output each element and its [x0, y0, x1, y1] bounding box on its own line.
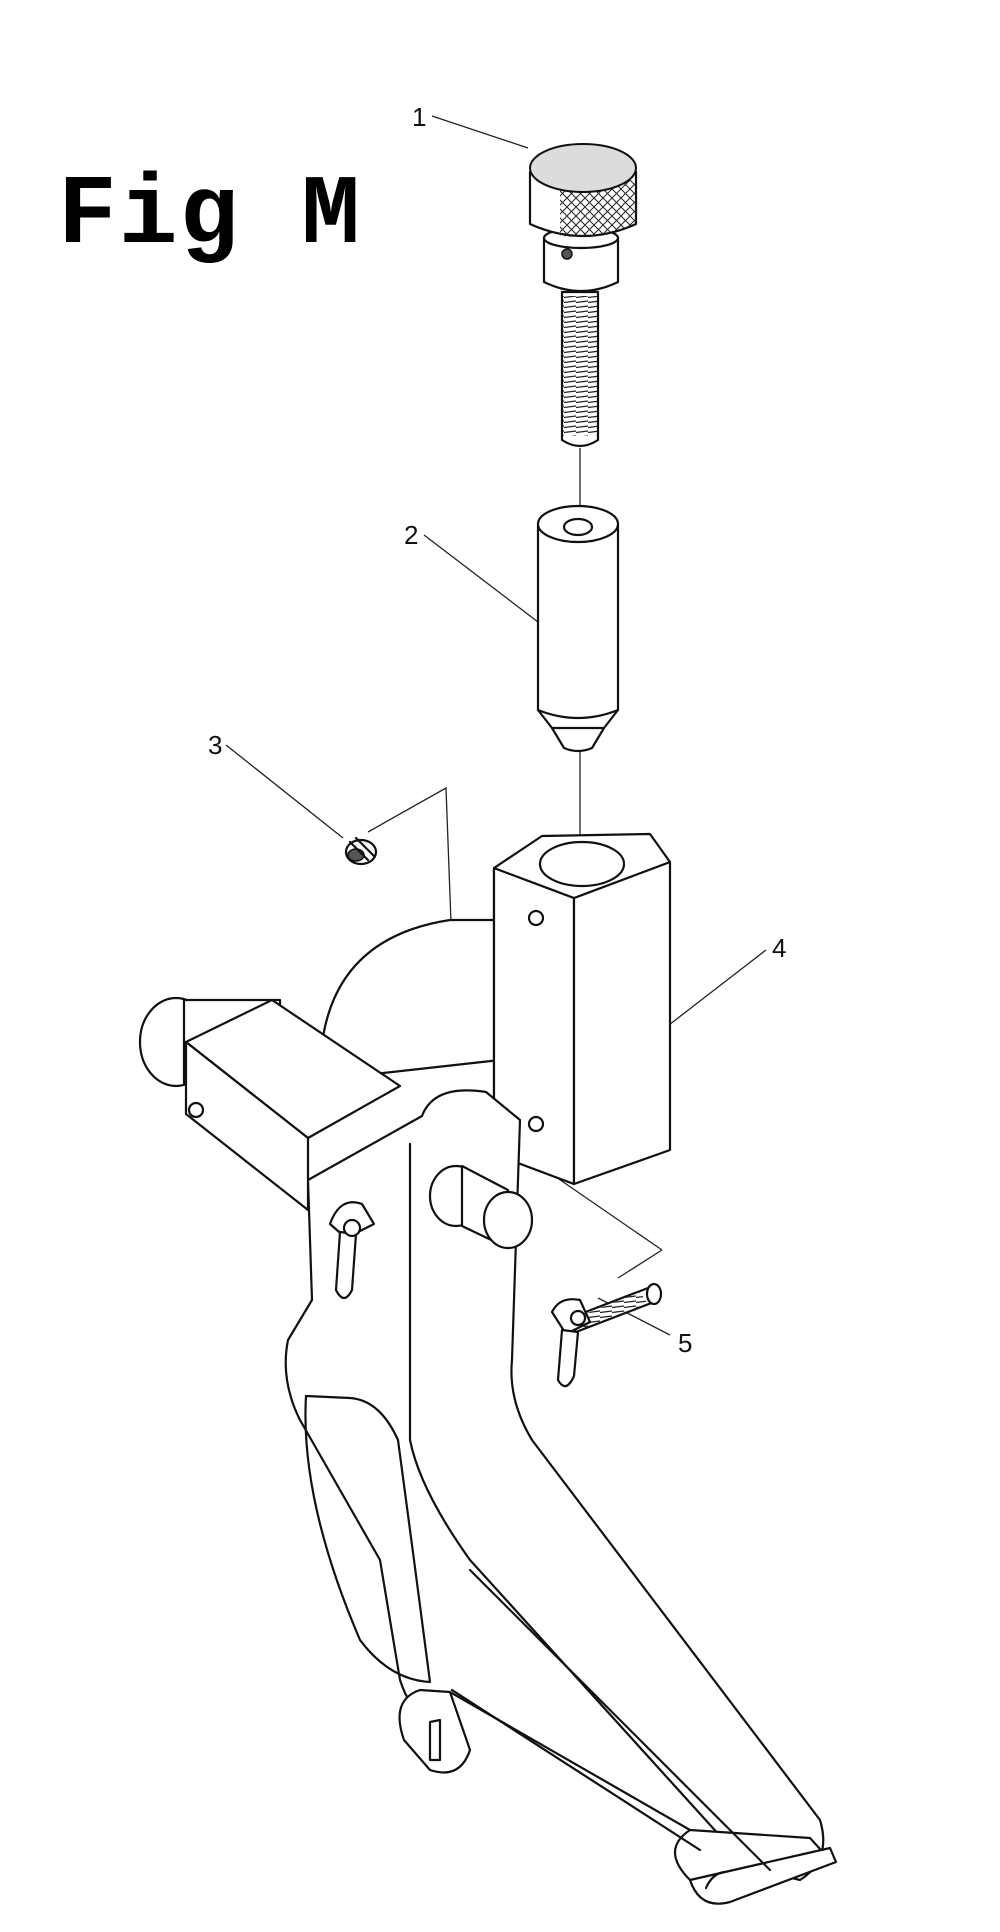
part-4-block	[318, 832, 672, 1186]
main-arm	[284, 1089, 838, 1905]
callout-4: 4	[772, 933, 787, 963]
left-spring-clip	[328, 1201, 376, 1300]
part-5-spring-pin	[550, 1282, 663, 1388]
housing	[138, 996, 402, 1212]
callout-5: 5	[678, 1328, 693, 1358]
pivot-pin	[428, 1164, 534, 1250]
callout-3: 3	[208, 730, 223, 760]
part-2-sleeve	[536, 504, 620, 753]
part-3-set-screw	[344, 836, 378, 866]
part-1-knurled-screw	[528, 143, 638, 448]
figure-title: Fig M	[58, 161, 363, 272]
callout-1: 1	[412, 102, 427, 132]
callout-2: 2	[404, 520, 419, 550]
